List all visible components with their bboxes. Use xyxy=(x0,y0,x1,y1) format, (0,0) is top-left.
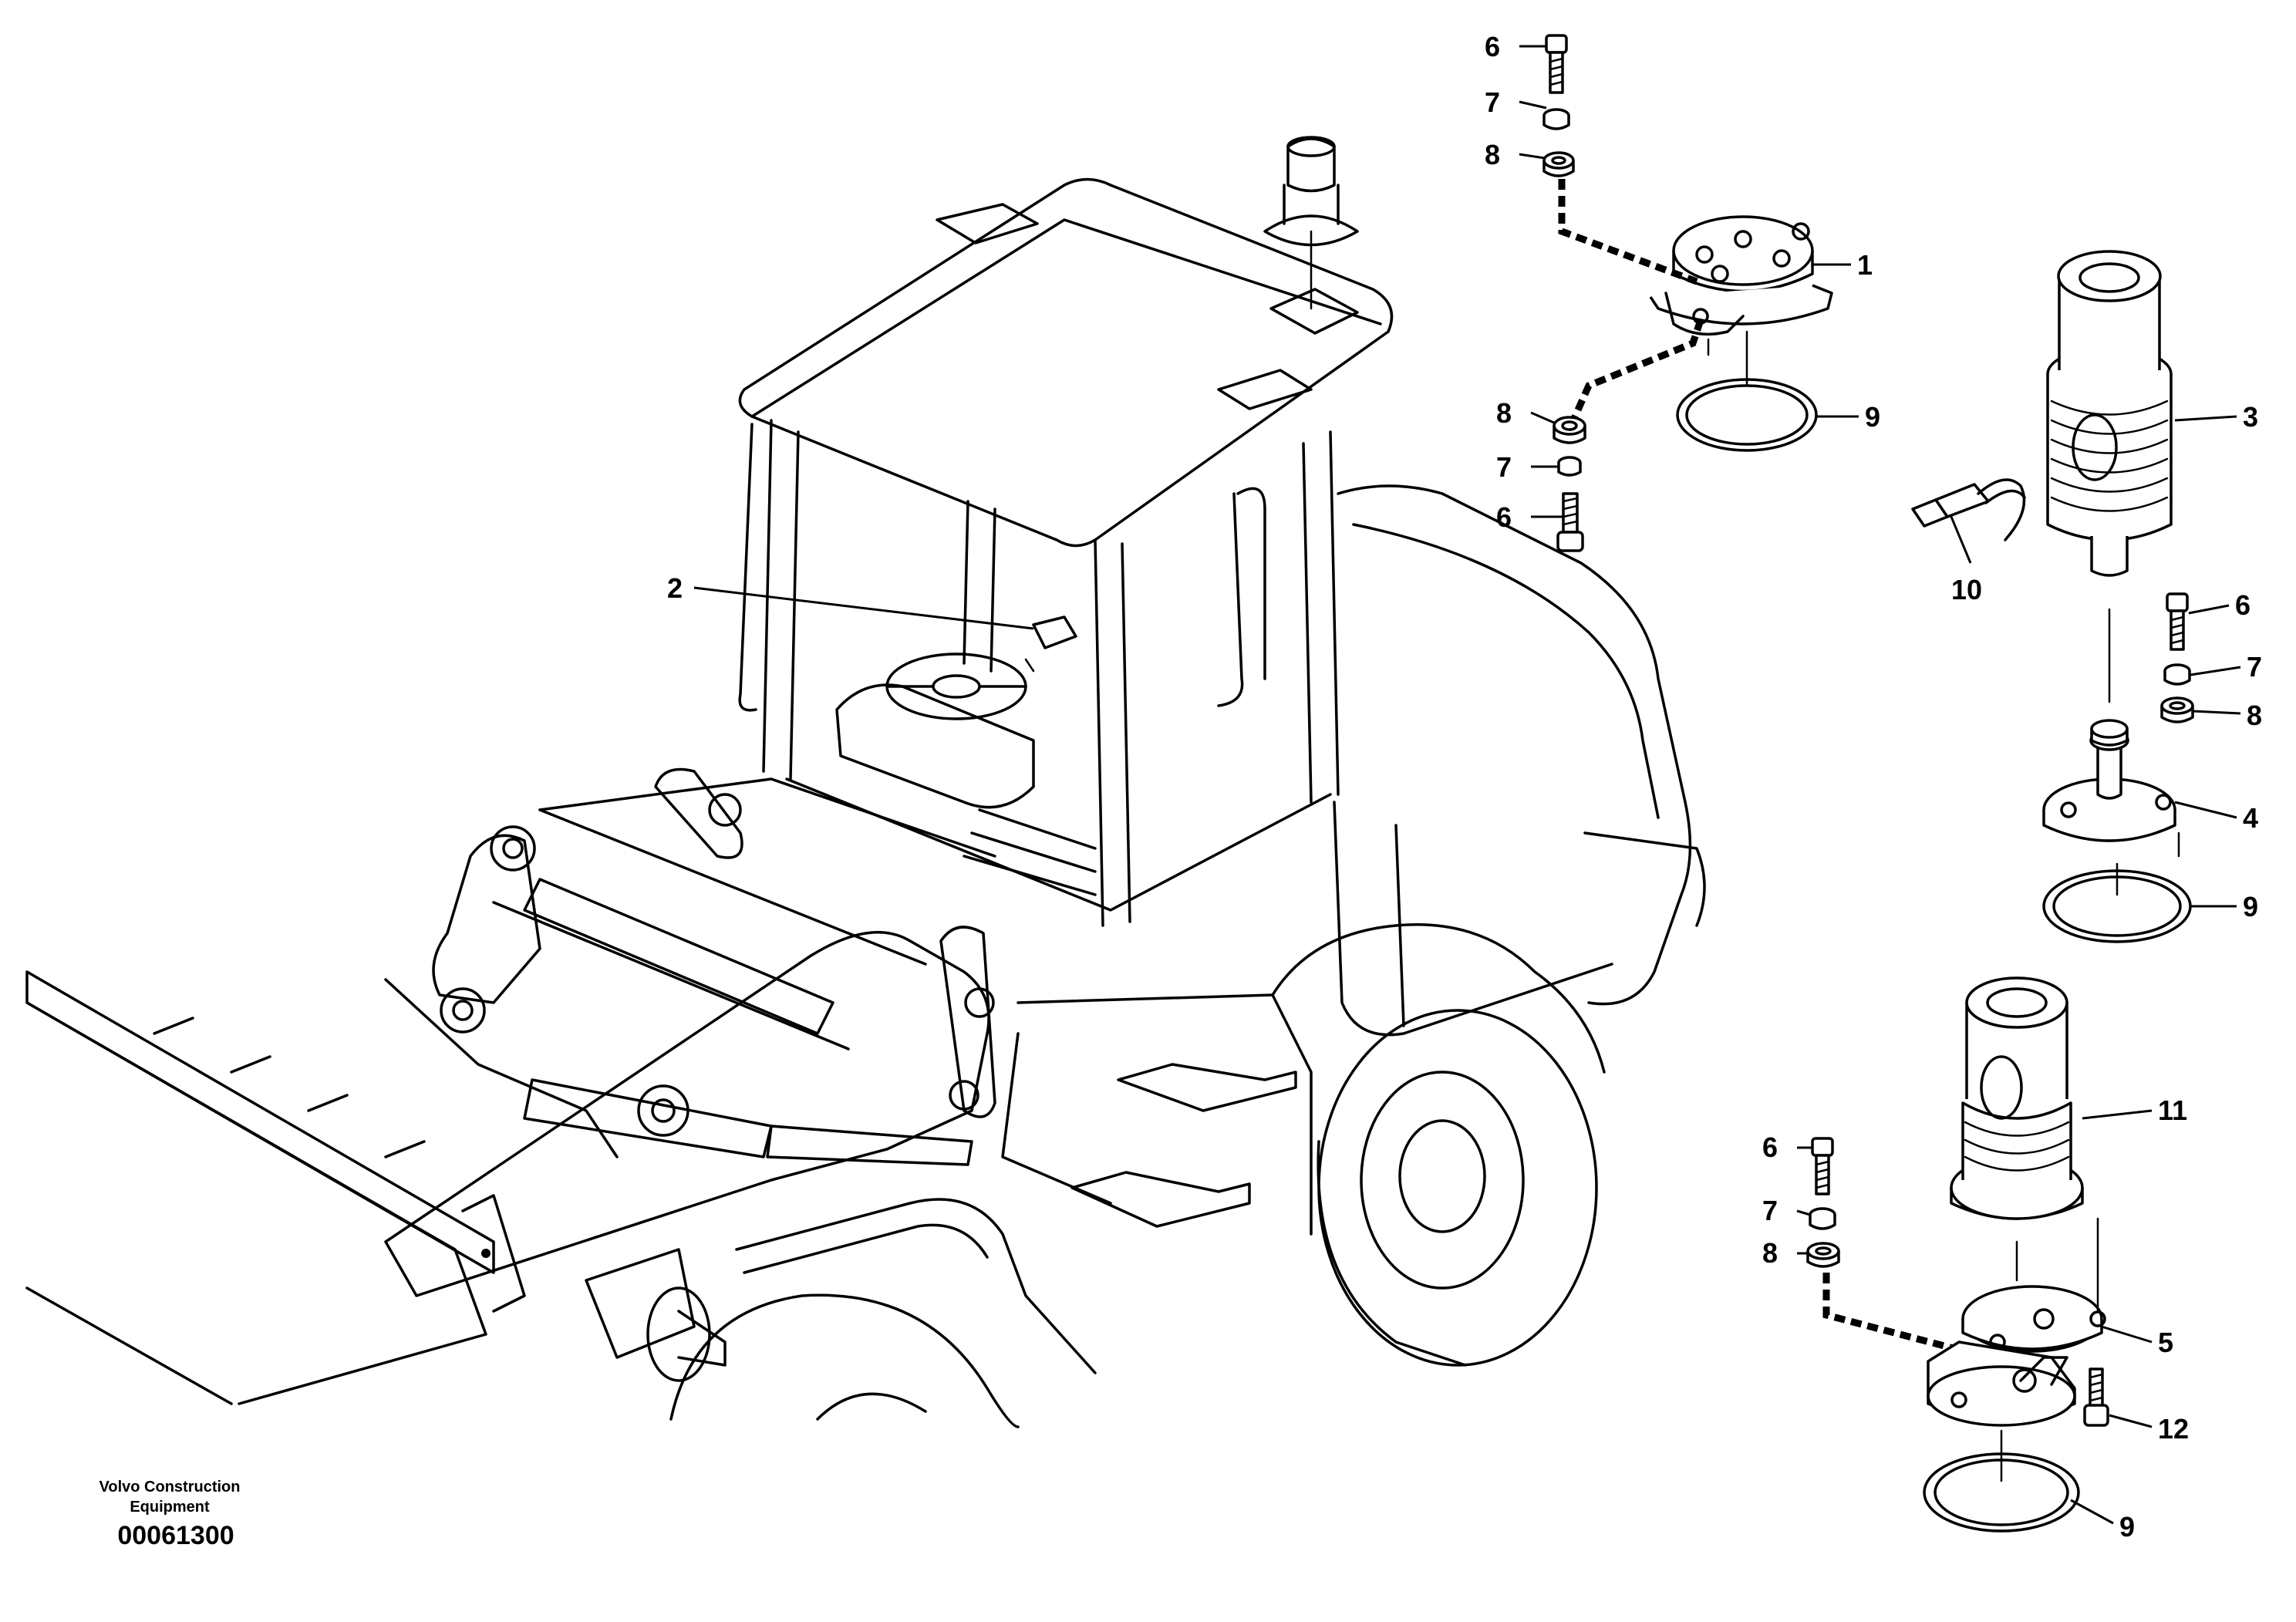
washer-upper xyxy=(1542,108,1570,130)
callout-8: 8 xyxy=(2247,700,2262,731)
cap-screw-upper xyxy=(1545,34,1568,94)
washer-middle xyxy=(1557,456,1582,477)
callout-4: 4 xyxy=(2243,802,2258,834)
callout-11: 11 xyxy=(2158,1094,2187,1126)
wheel-loader-illustration xyxy=(25,136,1706,1428)
callout-12: 12 xyxy=(2158,1413,2189,1445)
callout-9: 9 xyxy=(2119,1511,2135,1543)
callout-8: 8 xyxy=(1762,1237,1778,1269)
spacer-middle xyxy=(1553,416,1586,444)
washer-lower xyxy=(1809,1207,1836,1230)
o-ring-seal-lower xyxy=(1923,1429,2080,1533)
screw-path-upper-2 xyxy=(1569,319,1704,422)
o-ring-seal-upper xyxy=(1676,330,1818,452)
company-name-line-1: Volvo Construction xyxy=(99,1479,241,1496)
drawing-number: 00061300 xyxy=(117,1521,234,1550)
callout-1: 1 xyxy=(1857,249,1873,281)
o-ring-seal-middle xyxy=(2042,862,2192,943)
leader-lines xyxy=(693,45,2241,1525)
callout-2: 2 xyxy=(667,572,683,604)
cap-screw-middle xyxy=(1556,492,1584,552)
cap-screw-right xyxy=(2166,592,2189,651)
callout-8: 8 xyxy=(1496,397,1512,429)
callout-labels: 6 7 8 1 9 8 7 6 2 3 10 6 7 8 4 9 11 6 7 … xyxy=(667,31,2262,1543)
washer-right xyxy=(2163,663,2191,686)
spacer-lower xyxy=(1806,1242,1840,1268)
spacer-upper xyxy=(1542,151,1575,177)
callout-6: 6 xyxy=(1496,501,1512,533)
cap-screw-lower xyxy=(1811,1137,1834,1195)
beacon-base-5 xyxy=(1961,1217,2106,1353)
callout-7: 7 xyxy=(1762,1195,1778,1226)
callout-3: 3 xyxy=(2243,401,2258,433)
callout-6: 6 xyxy=(2235,589,2250,621)
callout-6: 6 xyxy=(1762,1131,1778,1163)
drawing-footer: Volvo Construction Equipment 00061300 xyxy=(99,1479,241,1550)
callout-7: 7 xyxy=(1485,86,1500,118)
beacon-base-4 xyxy=(2042,719,2180,858)
callout-5: 5 xyxy=(2158,1327,2173,1358)
company-name-line-2: Equipment xyxy=(130,1499,210,1516)
callout-7: 7 xyxy=(2247,651,2262,683)
callout-9: 9 xyxy=(2243,891,2258,922)
beacon-lamp-lower xyxy=(1950,976,2084,1282)
callout-10: 10 xyxy=(1951,574,1982,605)
callout-8: 8 xyxy=(1485,139,1500,170)
beacon-lamp xyxy=(2046,250,2173,703)
callout-7: 7 xyxy=(1496,451,1512,483)
callout-6: 6 xyxy=(1485,31,1500,62)
mounting-bracket xyxy=(1927,1340,2076,1427)
spacer-right xyxy=(2160,696,2194,723)
connector-plug xyxy=(1911,478,2026,541)
screw-path-upper-1 xyxy=(1558,179,1698,285)
cap-screw-12 xyxy=(2083,1367,2109,1427)
beacon-base-plate-1 xyxy=(1649,215,1833,356)
callout-9: 9 xyxy=(1865,401,1880,433)
